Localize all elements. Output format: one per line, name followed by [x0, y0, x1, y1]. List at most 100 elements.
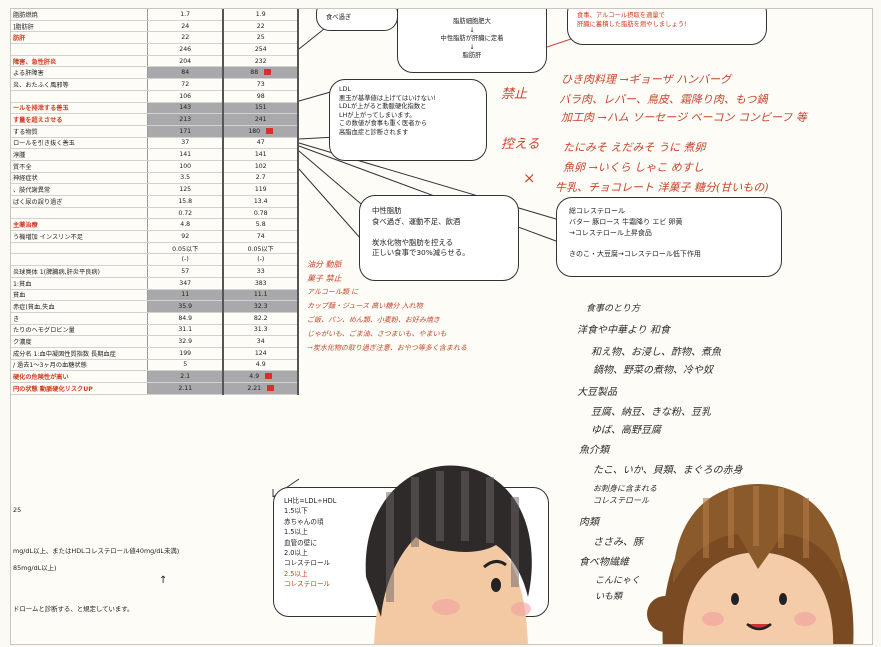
row-label: 脂肪燃焼 — [11, 9, 148, 21]
row-value-current: 74 — [222, 230, 299, 243]
note-red-2: 菓子 禁止 — [307, 274, 342, 283]
row-value-current: 47 — [222, 137, 299, 150]
row-label — [11, 90, 148, 103]
value-text: 32.3 — [253, 303, 268, 311]
row-value-current: 383 — [222, 277, 299, 290]
row-value-current: 1.9 — [222, 9, 299, 21]
table-row: (-) (-) — [11, 253, 299, 267]
note-diet-dishes: 和え物、お浸し、酢物、煮魚 — [591, 347, 721, 358]
row-value-previous: (-) — [146, 253, 224, 267]
row-value-previous: 0.05以下 — [146, 242, 224, 255]
note-metabolic-syndrome: ドロームと診断する、と規定しています。 — [13, 605, 134, 613]
row-label: 質不全 — [11, 160, 148, 173]
value-text: 180 — [248, 127, 261, 135]
note-red-7: →炭水化物の取り過ぎ注意、おやつ等多く含まれる — [307, 344, 467, 352]
row-value-previous: 0.72 — [146, 207, 224, 220]
note-diet-nabe: 鍋物、野菜の煮物、冷や奴 — [593, 365, 713, 376]
man-illustration — [365, 465, 532, 644]
note-minced-meat: ひき肉料理 →ギョーザ ハンバーグ — [561, 73, 731, 86]
row-value-current: 141 — [222, 148, 299, 161]
note-sweets: 牛乳、チョコレート 洋菓子 糖分(甘いもの) — [555, 181, 769, 194]
value-text: 98 — [256, 92, 265, 100]
value-text: 102 — [254, 162, 267, 170]
value-text: 141 — [254, 151, 267, 159]
callout-ldl: LDL 悪玉が基準値は上げてはいけない! LDLが上がると動脈硬化指数と LHが… — [329, 79, 487, 161]
row-value-previous: 5 — [146, 359, 224, 372]
value-text: 119 — [254, 186, 267, 194]
callout-cholesterol: 総コレステロール バター 豚ロース 牛霜降り エビ 卵黄 →コレステロール上昇食… — [556, 197, 782, 277]
callout-fatty-liver-flow: 脂肪細胞肥大 ↓ 中性脂肪が肝臓に定着 ↓ 脂肪肝 — [397, 9, 547, 73]
row-value-current: 98 — [222, 90, 299, 103]
note-hdl-criteria: mg/dL以上、またはHDLコレステロール値40mg/dL未満) — [13, 547, 180, 555]
row-label: 1:貧血 — [11, 277, 148, 290]
table-row: 106 98 — [11, 90, 299, 103]
row-label: 円の状態 動脈硬化リスクUP — [11, 382, 148, 395]
row-label: よる肝障害 — [11, 66, 148, 80]
row-value-current: 11.1 — [222, 289, 299, 302]
row-value-current: 254 — [222, 43, 299, 56]
row-value-current: 88 — [222, 66, 299, 80]
row-value-previous: 171 — [146, 125, 224, 138]
row-label — [11, 253, 148, 267]
row-value-previous: 2.1 — [146, 370, 224, 383]
row-value-previous: 24 — [146, 20, 224, 33]
row-label: 成分名 1:血中凝固性質指数 長期血症 — [11, 347, 148, 360]
note-red-1: 油分 動脈 — [307, 260, 342, 269]
row-value-previous: 213 — [146, 113, 224, 126]
value-text: 0.78 — [253, 209, 268, 217]
row-label: 主薬治療 — [11, 218, 148, 232]
row-label — [11, 207, 148, 220]
note-diet-seafood: 魚介類 — [579, 445, 609, 456]
row-label: す量を超えさせる — [11, 113, 148, 126]
row-value-previous: 4.8 — [146, 218, 224, 232]
value-text: 88 — [250, 69, 259, 77]
flag-icon — [267, 384, 275, 391]
note-diet-washoku: 洋食や中華より 和食 — [577, 325, 670, 336]
row-value-previous: 199 — [146, 347, 224, 360]
row-label: ]脂肪肝 — [11, 20, 148, 33]
note-diet-sashimi: お刺身に含まれる — [593, 484, 657, 493]
value-text: 34 — [256, 338, 265, 346]
note-diet-octopus: たこ、いか、貝類、まぐろの赤身 — [593, 465, 743, 476]
row-label: き — [11, 312, 148, 325]
row-value-previous: 141 — [146, 148, 224, 161]
row-label — [11, 242, 148, 255]
flag-icon — [266, 127, 274, 134]
note-red-6: じゃがいも、ごま油、さつまいも、やまいも — [307, 330, 447, 338]
value-text: 25 — [256, 34, 265, 42]
value-text: 4.9 — [249, 373, 260, 381]
row-value-previous: 32.9 — [146, 335, 224, 348]
row-value-previous: 106 — [146, 90, 224, 103]
value-text: 13.4 — [253, 197, 268, 205]
row-label: ク濃度 — [11, 335, 148, 348]
flag-icon — [265, 373, 273, 380]
row-value-current: 232 — [222, 55, 299, 68]
row-label: 貧血 — [11, 289, 148, 302]
value-text: 82.2 — [253, 314, 268, 322]
row-value-current: 13.4 — [222, 195, 299, 208]
note-roe: たにみそ えだみそ うに 煮卵 — [563, 141, 706, 154]
value-text: 2.7 — [255, 174, 266, 182]
row-value-current: 0.05以下 — [222, 242, 299, 255]
note-diet-fiber: 食べ物繊維 — [579, 557, 629, 568]
row-value-current: 82.2 — [222, 312, 299, 325]
row-value-previous: 15.8 — [146, 195, 224, 208]
value-text: 124 — [254, 349, 267, 357]
value-text: 74 — [256, 232, 265, 240]
note-number: 25 — [13, 506, 22, 514]
row-value-previous: 143 — [146, 102, 224, 115]
row-value-current: 4.9 — [222, 370, 299, 383]
row-label: 炎球臭体 1(脾臓病,肝炎平良病) — [11, 265, 148, 278]
value-text: (-) — [257, 256, 265, 264]
note-diet-title: 食事のとり方 — [586, 304, 641, 314]
